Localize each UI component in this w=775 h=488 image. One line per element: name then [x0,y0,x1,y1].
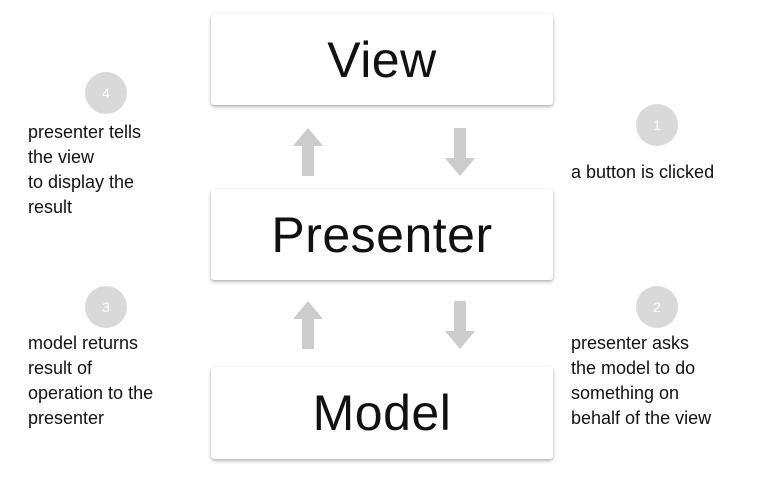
arrow-up-icon [293,128,323,176]
step-3-label: model returns result of operation to the… [28,331,153,431]
step-1-label: a button is clicked [571,160,714,185]
view-box-label: View [327,31,437,88]
arrow-up-icon [293,301,323,349]
step-2-circle: 2 [636,286,678,328]
step-4-label-line: result [28,197,73,217]
view-box: View [211,14,553,105]
step-3-label-line: model returns [28,333,139,353]
step-4-label-line: presenter tells [28,122,142,142]
step-3-label-line: presenter [28,408,105,428]
step-1-circle: 1 [636,104,678,146]
step-3-circle: 3 [85,286,127,328]
presenter-box: Presenter [211,189,553,280]
step-2-label-line: behalf of the view [571,408,712,428]
model-box: Model [211,367,553,459]
presenter-box-label: Presenter [271,206,493,263]
step-2-label-line: the model to do [571,358,696,378]
step-2-label-line: presenter asks [571,333,690,353]
arrow-down-icon [445,128,475,176]
model-box-label: Model [312,385,452,441]
step-4-circle: 4 [85,72,127,114]
step-1-label-line: a button is clicked [571,162,715,182]
step-4-label-line: the view [28,147,95,167]
step-2-number: 2 [653,299,661,315]
arrow-down-icon [445,301,475,349]
step-2-label-line: something on [571,383,680,403]
step-4-label-line: to display the [28,172,135,192]
step-3-label-line: result of [28,358,93,378]
step-3-number: 3 [102,299,110,315]
step-2-label: presenter asks the model to do something… [571,331,711,431]
step-3-label-line: operation to the [28,383,154,403]
step-4-label: presenter tells the view to display the … [28,120,141,220]
step-1-number: 1 [653,117,661,133]
step-4-number: 4 [102,85,110,101]
